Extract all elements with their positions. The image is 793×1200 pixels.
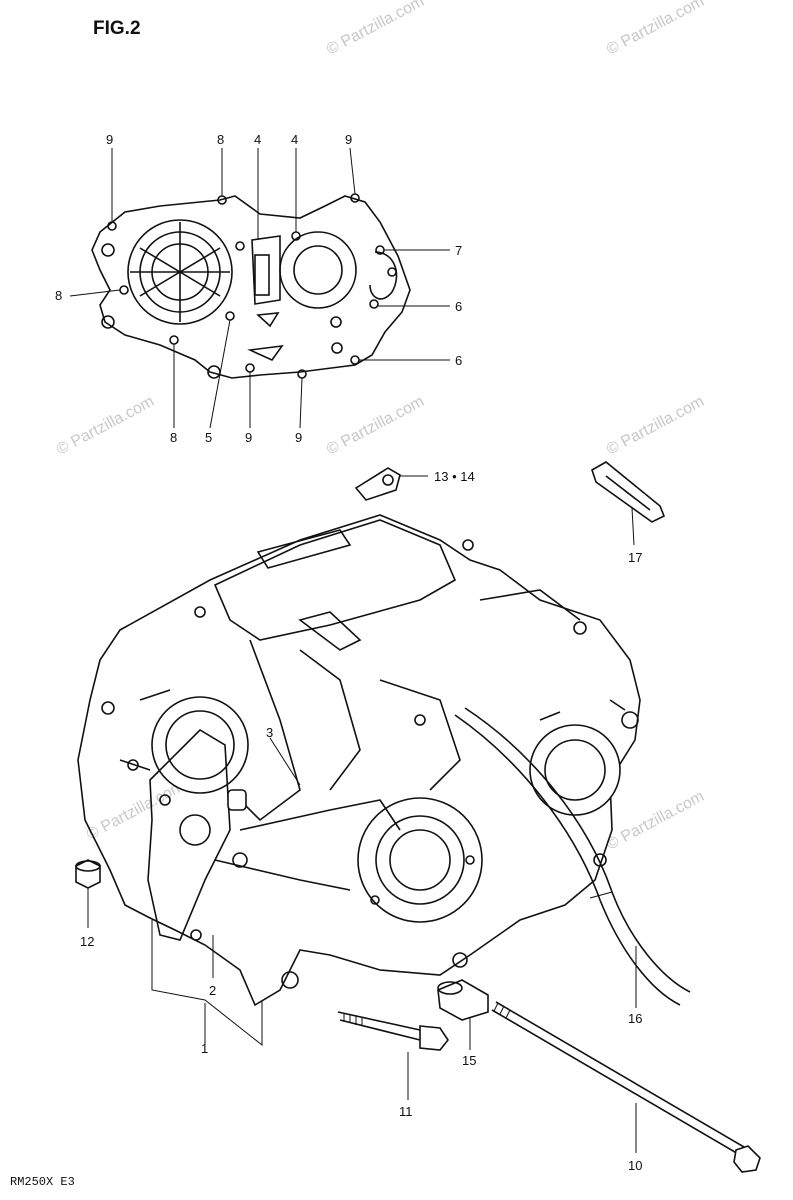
callout-5: 5 [205, 430, 212, 445]
top-callouts: 9 8 4 4 9 7 8 6 6 8 5 9 9 [55, 132, 462, 445]
callout-6: 6 [455, 299, 462, 314]
callout-8: 8 [217, 132, 224, 147]
crankcase-callouts: 3 12 2 1 16 15 11 10 [80, 725, 642, 1173]
watermark: © Partzilla.com [604, 0, 707, 59]
callout-9: 9 [345, 132, 352, 147]
callout-7: 7 [455, 243, 462, 258]
part-16-breather-tube [454, 707, 691, 1006]
callout-1: 1 [201, 1041, 208, 1056]
watermark: © Partzilla.com [54, 393, 157, 459]
top-leader-lines [69, 147, 450, 429]
callout-15: 15 [462, 1053, 476, 1068]
callout-12: 12 [80, 934, 94, 949]
crankcase-drawing [77, 514, 641, 1007]
watermark: © Partzilla.com [324, 393, 427, 459]
part-13-14-gasket [354, 467, 401, 501]
callout-17: 17 [628, 550, 642, 565]
watermark: © Partzilla.com [604, 788, 707, 854]
callout-10: 10 [628, 1158, 642, 1173]
callout-13-14: 13 • 14 [434, 469, 475, 484]
watermark-layer: © Partzilla.com © Partzilla.com © Partzi… [54, 0, 707, 854]
callout-9: 9 [106, 132, 113, 147]
part-12-nut [75, 859, 101, 889]
watermark: © Partzilla.com [604, 393, 707, 459]
watermark: © Partzilla.com [84, 778, 187, 844]
callout-8: 8 [55, 288, 62, 303]
cover-gasket-drawing [91, 193, 411, 379]
callout-4: 4 [291, 132, 298, 147]
part-15-sleeve [437, 979, 489, 1021]
callout-2: 2 [209, 983, 216, 998]
crankcase-leader-lines [87, 737, 637, 1153]
callout-6: 6 [455, 353, 462, 368]
part-10-bolt [491, 1001, 761, 1173]
callout-9: 9 [245, 430, 252, 445]
part-17-clip [591, 461, 666, 523]
callout-3: 3 [266, 725, 273, 740]
callout-8: 8 [170, 430, 177, 445]
callout-9: 9 [295, 430, 302, 445]
leader-17 [631, 507, 635, 546]
part-11-bolt [337, 1011, 449, 1051]
callout-4: 4 [254, 132, 261, 147]
watermark: © Partzilla.com [324, 0, 427, 59]
callout-11: 11 [399, 1104, 413, 1119]
model-footer: RM250X E3 [10, 1175, 75, 1189]
figure-title: FIG.2 [93, 18, 141, 39]
callout-16: 16 [628, 1011, 642, 1026]
